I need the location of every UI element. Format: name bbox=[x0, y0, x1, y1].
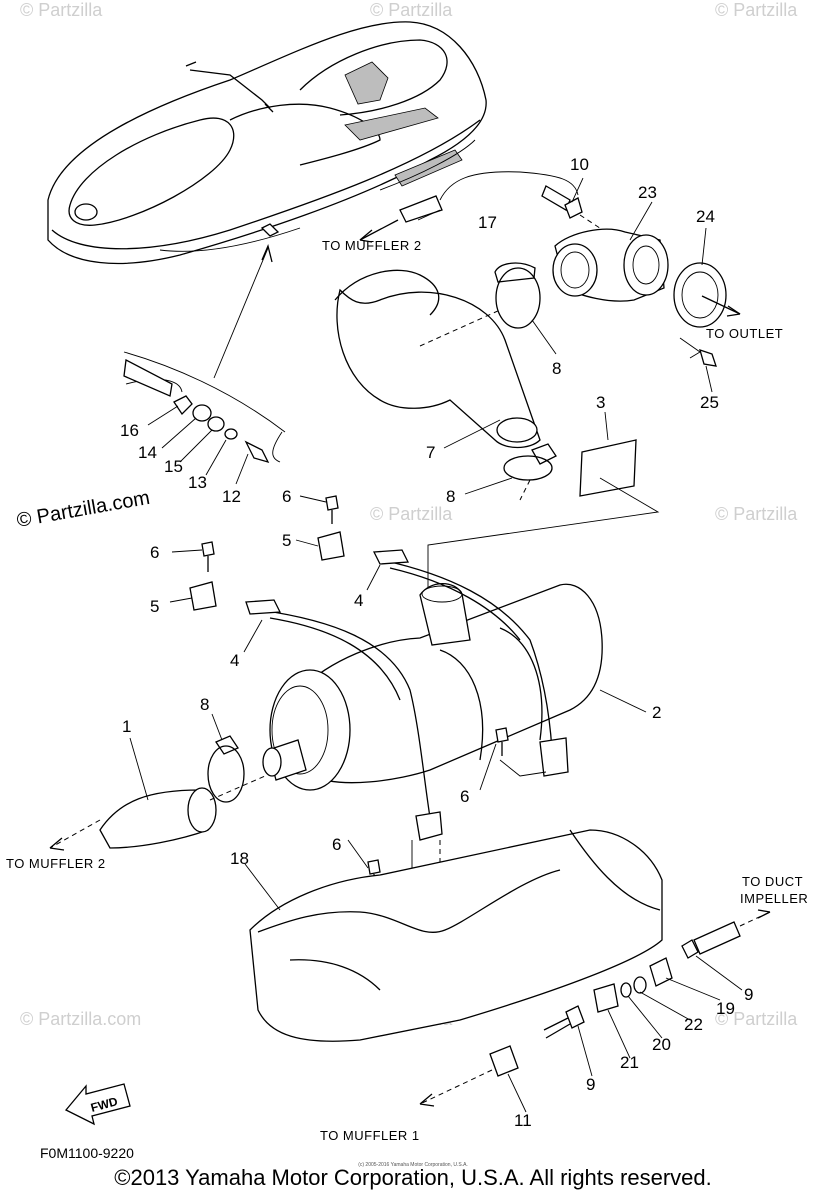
bolt-6 bbox=[325, 495, 339, 511]
callout-22: 22 bbox=[684, 1015, 703, 1034]
callout-6-d: 6 bbox=[332, 835, 341, 854]
callout-15: 15 bbox=[164, 457, 183, 476]
callout-6-b: 6 bbox=[150, 543, 159, 562]
fitting-21 bbox=[593, 983, 619, 1013]
callout-16: 16 bbox=[120, 421, 139, 440]
callout-5-a: 5 bbox=[282, 531, 291, 550]
bolt-6 bbox=[201, 541, 215, 557]
hose-11 bbox=[489, 1045, 519, 1077]
watermark-text: © Partzilla bbox=[715, 1009, 798, 1029]
pipe-1 bbox=[49, 775, 266, 851]
callout-12: 12 bbox=[222, 487, 241, 506]
straps-4 bbox=[245, 549, 569, 841]
washer-20 bbox=[620, 982, 632, 998]
callout-18: 18 bbox=[230, 849, 249, 868]
hose-section bbox=[541, 185, 571, 211]
bolt-6 bbox=[495, 727, 509, 743]
bolt-6 bbox=[367, 859, 381, 875]
clamp-9-lower bbox=[565, 1005, 585, 1029]
callout-leaders bbox=[129, 177, 743, 1113]
small-print: (c) 2005-2016 Yamaha Motor Corporation, … bbox=[358, 1162, 468, 1168]
label-to-muffler2-top: TO MUFFLER 2 bbox=[322, 238, 422, 253]
clamp-8-lower bbox=[207, 735, 245, 803]
mount-inset bbox=[123, 351, 286, 464]
nut-14 bbox=[192, 404, 212, 422]
callout-19: 19 bbox=[716, 999, 735, 1018]
watermark-text: © Partzilla bbox=[20, 0, 103, 20]
callout-11: 11 bbox=[514, 1111, 532, 1130]
callout-7: 7 bbox=[426, 443, 435, 462]
callout-9-a: 9 bbox=[744, 985, 753, 1004]
leader-line bbox=[427, 477, 660, 590]
watermark-text: © Partzilla bbox=[715, 504, 798, 524]
callout-13: 13 bbox=[188, 473, 207, 492]
clamp-8-top bbox=[494, 262, 536, 283]
callout-3: 3 bbox=[596, 393, 605, 412]
callout-25: 25 bbox=[700, 393, 719, 412]
callout-6-a: 6 bbox=[282, 487, 291, 506]
callout-4-b: 4 bbox=[230, 651, 239, 670]
callout-9-b: 9 bbox=[586, 1075, 595, 1094]
label-to-muffler1: TO MUFFLER 1 bbox=[320, 1128, 420, 1143]
callout-8-mid: 8 bbox=[446, 487, 455, 506]
heat-shield-3 bbox=[579, 439, 637, 497]
exhaust-pipe-7 bbox=[334, 269, 541, 449]
callout-1: 1 bbox=[122, 717, 131, 736]
washer-15 bbox=[207, 416, 225, 432]
watermark-text: © Partzilla.com bbox=[20, 1009, 141, 1029]
grommet-16 bbox=[173, 395, 193, 416]
clamp-10 bbox=[564, 197, 583, 219]
diagram-code: F0M1100-9220 bbox=[40, 1145, 134, 1161]
watercraft-illustration bbox=[47, 21, 487, 379]
callout-10: 10 bbox=[570, 155, 589, 174]
muffler-2 bbox=[262, 582, 603, 791]
callout-8-low: 8 bbox=[200, 695, 209, 714]
label-impeller: IMPELLER bbox=[740, 891, 808, 906]
callout-6-c: 6 bbox=[460, 787, 469, 806]
watermark-text: © Partzilla bbox=[370, 0, 453, 20]
washer-13 bbox=[224, 428, 238, 440]
callout-5-b: 5 bbox=[150, 597, 159, 616]
callout-2: 2 bbox=[652, 703, 661, 722]
copyright-notice: ©2013 Yamaha Motor Corporation, U.S.A. A… bbox=[114, 1165, 712, 1190]
label-to-muffler2-left: TO MUFFLER 2 bbox=[6, 856, 106, 871]
callout-21: 21 bbox=[620, 1053, 639, 1072]
callout-14: 14 bbox=[138, 443, 157, 462]
callout-4-a: 4 bbox=[354, 591, 363, 610]
destination-labels: TO MUFFLER 2 TO OUTLET TO MUFFLER 2 TO D… bbox=[6, 238, 808, 1143]
cover-18 bbox=[249, 829, 663, 1042]
callout-24: 24 bbox=[696, 207, 715, 226]
bracket-5-lower bbox=[189, 581, 217, 611]
callout-20: 20 bbox=[652, 1035, 671, 1054]
fwd-label: FWD bbox=[89, 1094, 119, 1115]
bolt-12 bbox=[244, 440, 270, 464]
fwd-arrow-icon: FWD bbox=[64, 1083, 131, 1126]
callout-17: 17 bbox=[478, 213, 497, 232]
fitting-19 bbox=[649, 957, 673, 987]
bracket-5-upper bbox=[317, 531, 345, 561]
watermark-text: © Partzilla bbox=[370, 504, 453, 524]
watermark-main: © Partzilla.com bbox=[15, 487, 152, 532]
hose-17 bbox=[399, 195, 443, 223]
clamp-8-middle bbox=[503, 443, 557, 501]
callout-8-top: 8 bbox=[552, 359, 561, 378]
watermark-text: © Partzilla bbox=[715, 0, 798, 20]
clamp-9-upper bbox=[681, 939, 699, 959]
callout-23: 23 bbox=[638, 183, 657, 202]
label-to-duct: TO DUCT bbox=[742, 874, 803, 889]
callouts: 16 14 15 13 12 10 23 24 17 25 8 3 7 8 6 … bbox=[120, 155, 753, 1130]
bolt-25 bbox=[699, 348, 717, 367]
label-to-outlet: TO OUTLET bbox=[706, 326, 783, 341]
impeller-fittings bbox=[419, 909, 771, 1107]
outlet-assembly bbox=[359, 171, 741, 367]
washer-22 bbox=[633, 976, 647, 994]
